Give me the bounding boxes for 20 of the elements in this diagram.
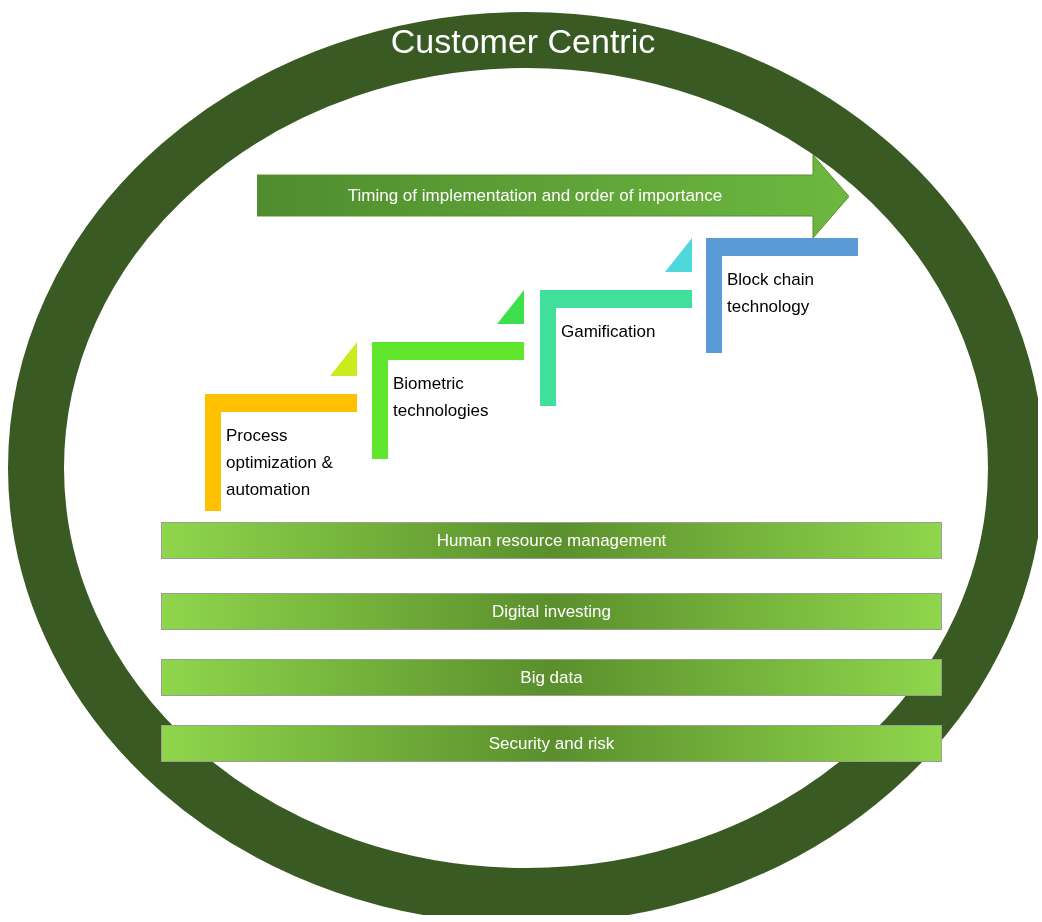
node-label: Gamification — [561, 321, 657, 343]
node-label: Human resource management — [436, 529, 667, 552]
node-label: Digital investing — [491, 600, 612, 623]
node-label: Big data — [520, 666, 583, 689]
arrow-shape — [257, 155, 849, 238]
node-label: Customer Centric — [390, 24, 656, 58]
node-label: Process optimization & automation — [226, 425, 334, 501]
layer-bar — [161, 522, 942, 559]
node-label: Block chain technology — [727, 269, 815, 318]
step-shape — [706, 238, 858, 353]
step-shape — [540, 238, 692, 406]
layer-bar — [161, 725, 942, 762]
node-label: Timing of implementation and order of importance — [347, 184, 723, 207]
node-label: Security and risk — [488, 732, 615, 755]
layer-bar — [161, 659, 942, 696]
step-shape — [205, 342, 357, 511]
layer-bar — [161, 593, 942, 630]
ellipse-ring — [8, 10, 1038, 915]
node-label: Biometric technologies — [393, 373, 490, 422]
step-shape — [372, 290, 524, 459]
